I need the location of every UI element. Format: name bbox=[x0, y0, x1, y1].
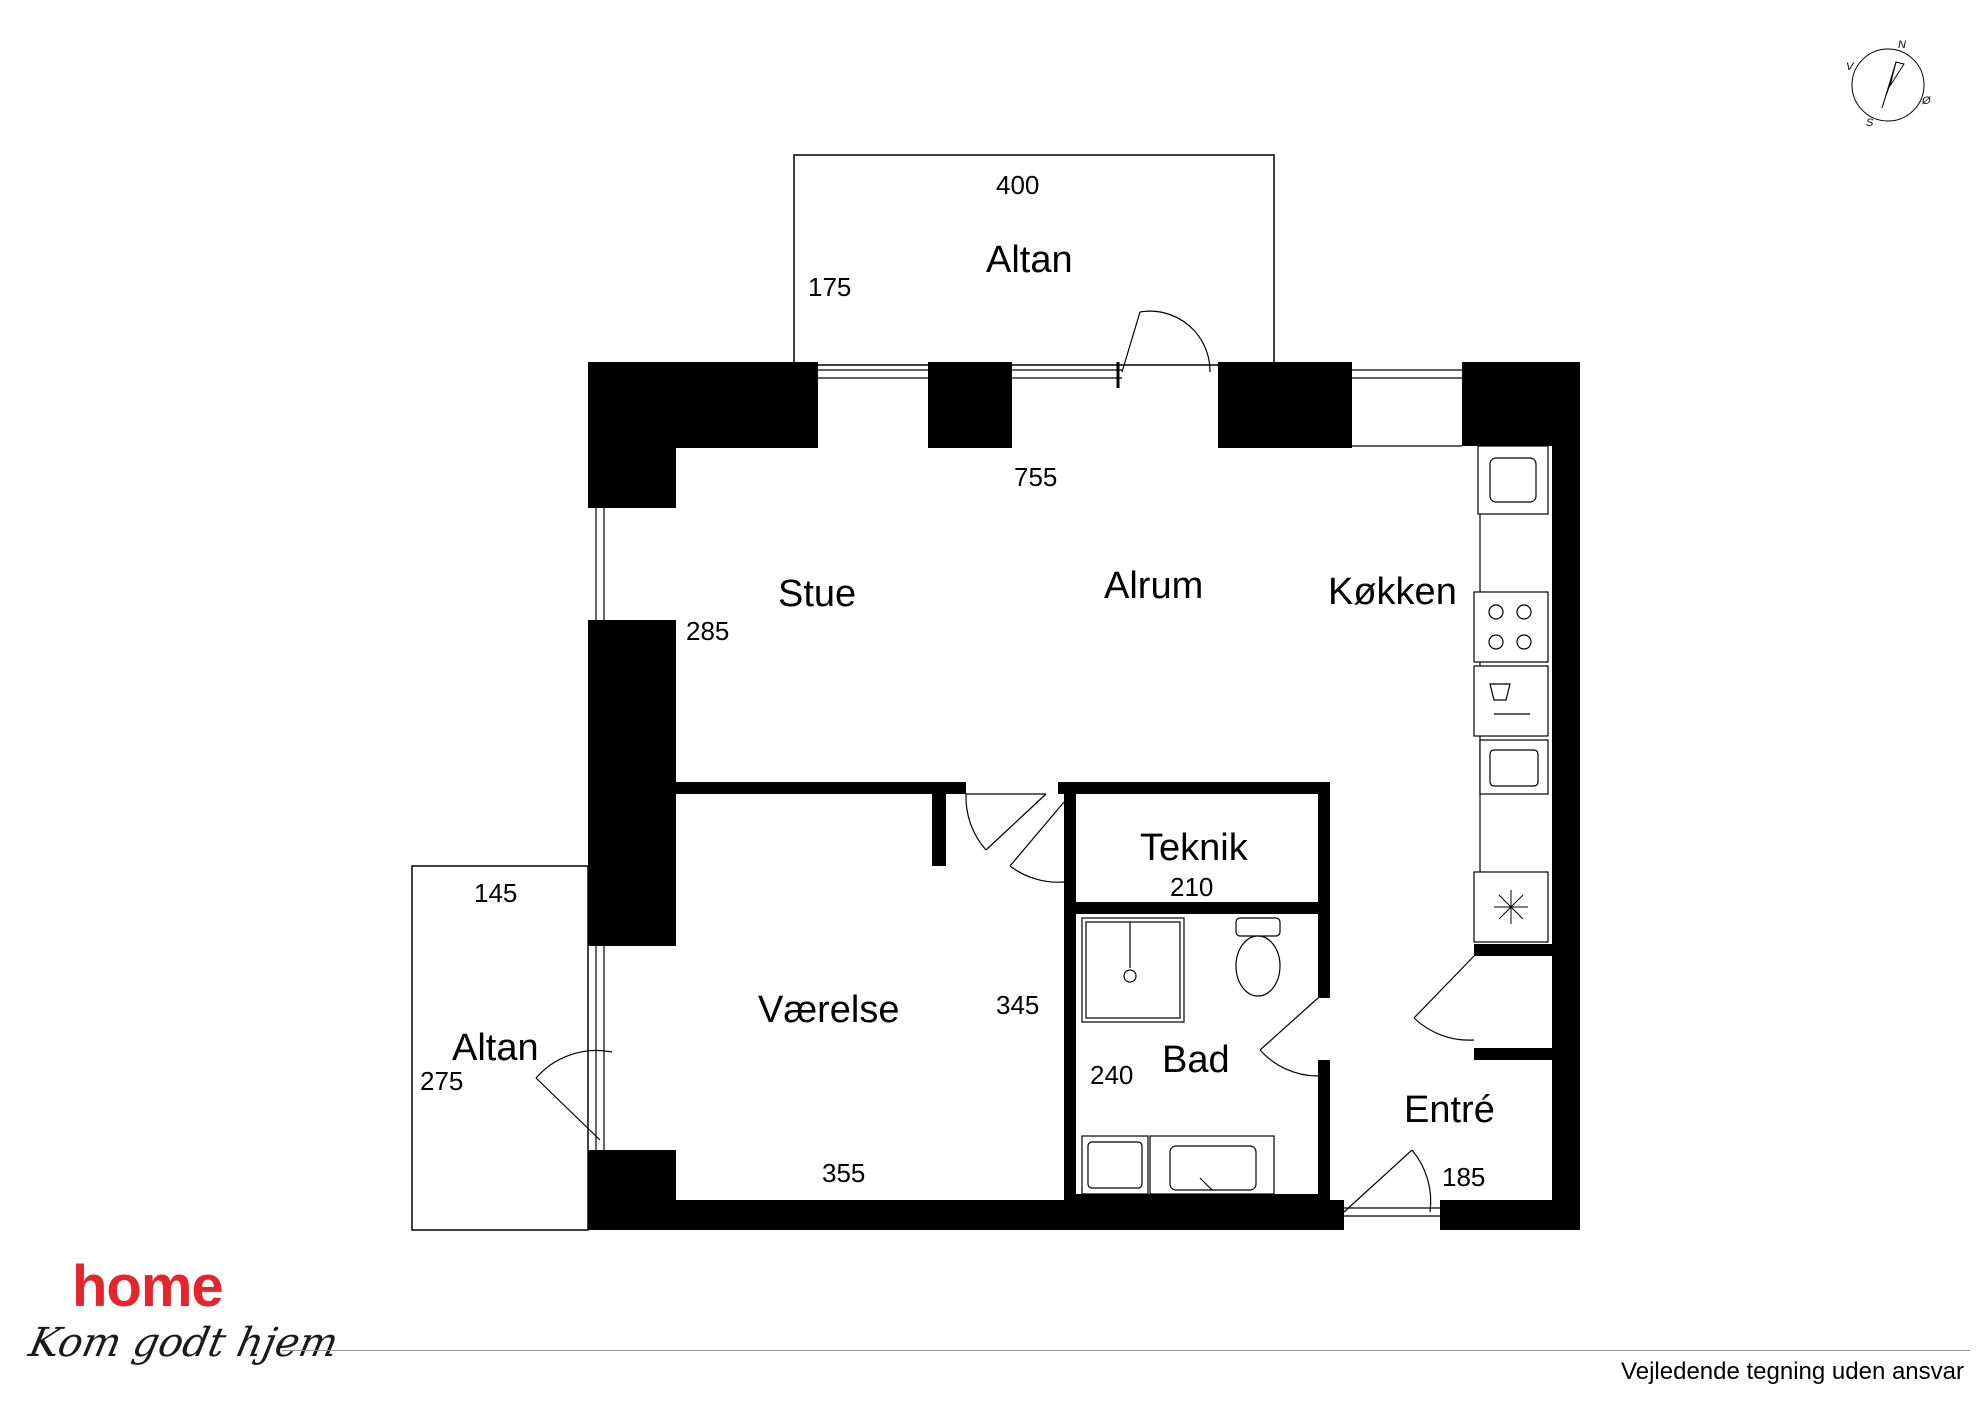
room-label-altan-left: Altan bbox=[452, 1027, 539, 1069]
room-label-entre: Entré bbox=[1404, 1089, 1495, 1131]
dim-vaerelse-depth: 345 bbox=[996, 990, 1039, 1020]
brand-logo: home Kom godt hjem bbox=[25, 1254, 342, 1388]
dim-altan-left-depth: 275 bbox=[420, 1066, 463, 1096]
room-label-bad: Bad bbox=[1162, 1039, 1230, 1081]
dim-alrum-width: 755 bbox=[1014, 462, 1057, 492]
dim-entre-width: 185 bbox=[1442, 1162, 1485, 1192]
dim-altan-top-depth: 175 bbox=[808, 272, 851, 302]
dim-stue-depth: 285 bbox=[686, 616, 729, 646]
dim-teknik-width: 210 bbox=[1170, 872, 1213, 902]
compass-east: Ø bbox=[1921, 95, 1932, 107]
room-label-altan-top: Altan bbox=[986, 239, 1073, 281]
altan-top-outline bbox=[793, 154, 1275, 366]
compass-icon: N S Ø V bbox=[1846, 39, 1932, 129]
compass-south: S bbox=[1866, 117, 1874, 129]
compass-north: N bbox=[1898, 39, 1906, 51]
windows bbox=[595, 369, 1462, 1217]
bathroom-fixtures bbox=[1081, 917, 1281, 1195]
room-label-kokken: Køkken bbox=[1328, 571, 1457, 613]
room-label-alrum: Alrum bbox=[1104, 565, 1203, 607]
doors bbox=[535, 310, 1475, 1213]
footer-disclaimer: Vejledende tegning uden ansvar bbox=[1621, 1358, 1964, 1385]
room-label-stue: Stue bbox=[778, 573, 856, 615]
compass-west: V bbox=[1846, 61, 1855, 73]
footer-divider bbox=[282, 1350, 1970, 1351]
dim-vaerelse-width: 355 bbox=[822, 1158, 865, 1188]
brand-name: home bbox=[72, 1254, 224, 1319]
dim-bad-depth: 240 bbox=[1090, 1060, 1133, 1090]
altan-left-outline bbox=[411, 865, 589, 1231]
dim-altan-left-width: 145 bbox=[474, 878, 517, 908]
room-label-teknik: Teknik bbox=[1140, 827, 1249, 869]
walls bbox=[588, 362, 1580, 1230]
brand-slogan: Kom godt hjem bbox=[25, 1320, 343, 1366]
room-label-vaerelse: Værelse bbox=[758, 989, 900, 1031]
dim-altan-top-width: 400 bbox=[996, 170, 1039, 200]
kitchen-counter bbox=[1349, 445, 1549, 943]
